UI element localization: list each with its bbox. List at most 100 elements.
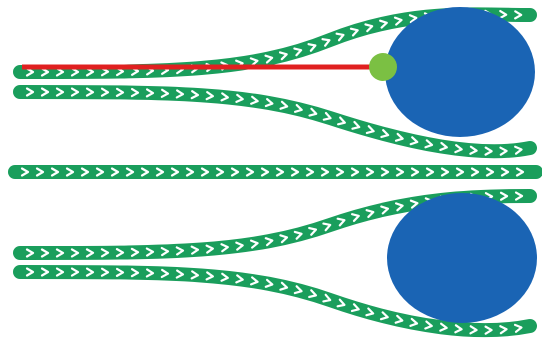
chevron-right-icon [175, 246, 185, 256]
chevron-right-icon [249, 276, 259, 286]
chevron-right-icon [70, 248, 80, 258]
chevron-right-icon [215, 167, 225, 177]
chevron-right-icon [205, 91, 215, 101]
chevron-right-icon [25, 87, 35, 97]
chevron-right-icon [514, 10, 523, 20]
chevron-right-icon [85, 267, 95, 277]
chevron-right-icon [20, 167, 30, 177]
chevron-right-icon [409, 136, 419, 146]
chevron-right-icon [307, 43, 317, 52]
chevron-right-icon [279, 281, 289, 291]
chevron-right-icon [115, 267, 125, 277]
chevron-right-icon [409, 317, 419, 327]
chevron-right-icon [379, 19, 388, 29]
strand-lower-bottom [13, 265, 537, 338]
chevron-right-icon [308, 289, 318, 299]
upper-group [13, 7, 537, 159]
chevron-right-icon [335, 167, 345, 177]
chevron-right-icon [130, 87, 140, 98]
chevron-right-icon [514, 191, 524, 201]
chevron-right-icon [424, 320, 433, 330]
chevron-right-icon [264, 237, 274, 247]
chevron-right-icon [322, 293, 332, 303]
chevron-right-icon [235, 93, 244, 103]
chevron-right-icon [439, 322, 448, 332]
chevron-right-icon [190, 90, 200, 100]
chevron-right-icon [40, 267, 50, 277]
chevron-right-icon [320, 167, 330, 177]
chevron-right-icon [55, 248, 65, 258]
chevron-right-icon [125, 167, 135, 177]
chevron-right-icon [85, 248, 95, 258]
chevron-right-icon [365, 125, 375, 135]
chevron-right-icon [454, 144, 463, 154]
chevron-right-icon [279, 100, 289, 110]
chevron-right-icon [40, 248, 50, 258]
chevron-right-icon [293, 103, 303, 113]
chevron-right-icon [235, 241, 244, 251]
chevron-right-icon [470, 167, 480, 177]
strand-middle-chevrons [20, 167, 525, 177]
chevron-right-icon [293, 285, 303, 295]
chevron-right-icon [100, 87, 110, 97]
chevron-right-icon [220, 92, 229, 102]
chevron-right-icon [55, 67, 65, 77]
chevron-right-icon [160, 268, 170, 279]
chevron-right-icon [410, 167, 420, 177]
chevron-right-icon [110, 167, 120, 177]
chevron-right-icon [200, 167, 210, 177]
chevron-right-icon [264, 98, 274, 108]
chevron-right-icon [365, 167, 375, 177]
chevron-right-icon [55, 267, 65, 277]
middle-strand-group [8, 165, 542, 179]
chevron-right-icon [25, 248, 35, 258]
chevron-right-icon [499, 146, 508, 156]
chevron-right-icon [424, 139, 434, 149]
sphere-upper [385, 7, 535, 137]
chevron-right-icon [235, 274, 244, 284]
chevron-right-icon [205, 271, 214, 281]
chevron-right-icon [380, 167, 390, 177]
chevron-right-icon [130, 247, 140, 257]
chevron-right-icon [380, 205, 390, 215]
chevron-right-icon [230, 167, 240, 177]
chevron-right-icon [335, 32, 345, 42]
chevron-right-icon [100, 248, 110, 258]
chevron-right-icon [455, 167, 465, 177]
chevron-right-icon [190, 245, 200, 255]
chevron-right-icon [50, 167, 60, 177]
chevron-right-icon [365, 307, 375, 317]
chevron-right-icon [130, 268, 140, 278]
chevron-right-icon [379, 311, 389, 321]
chevron-right-icon [499, 325, 508, 335]
chevron-right-icon [394, 314, 404, 324]
chevron-right-icon [220, 243, 229, 253]
chevron-right-icon [80, 167, 90, 177]
chevron-right-icon [175, 89, 185, 99]
chevron-right-icon [364, 23, 374, 33]
chevron-right-icon [440, 167, 450, 177]
chevron-right-icon [275, 167, 285, 177]
chevron-right-icon [70, 67, 80, 77]
chevron-right-icon [145, 247, 155, 257]
chevron-right-icon [25, 67, 35, 77]
chevron-right-icon [485, 167, 495, 177]
chevron-right-icon [35, 167, 45, 177]
chevron-right-icon [145, 88, 155, 98]
chevron-right-icon [350, 303, 360, 313]
chevron-right-icon [250, 95, 259, 105]
chevron-right-icon [245, 167, 255, 177]
chevron-right-icon [140, 167, 150, 177]
chevron-right-icon [499, 9, 508, 20]
strand-lower-bottom-chevrons [25, 267, 523, 335]
chevron-right-icon [185, 167, 195, 177]
chevron-right-icon [336, 217, 346, 227]
chevron-right-icon [409, 199, 419, 209]
chevron-right-icon [293, 230, 303, 240]
chevron-right-icon [395, 167, 405, 177]
chevron-right-icon [264, 54, 274, 64]
chevron-right-icon [469, 145, 478, 155]
chevron-right-icon [454, 324, 463, 334]
chevron-right-icon [513, 323, 523, 333]
chevron-right-icon [260, 167, 270, 177]
